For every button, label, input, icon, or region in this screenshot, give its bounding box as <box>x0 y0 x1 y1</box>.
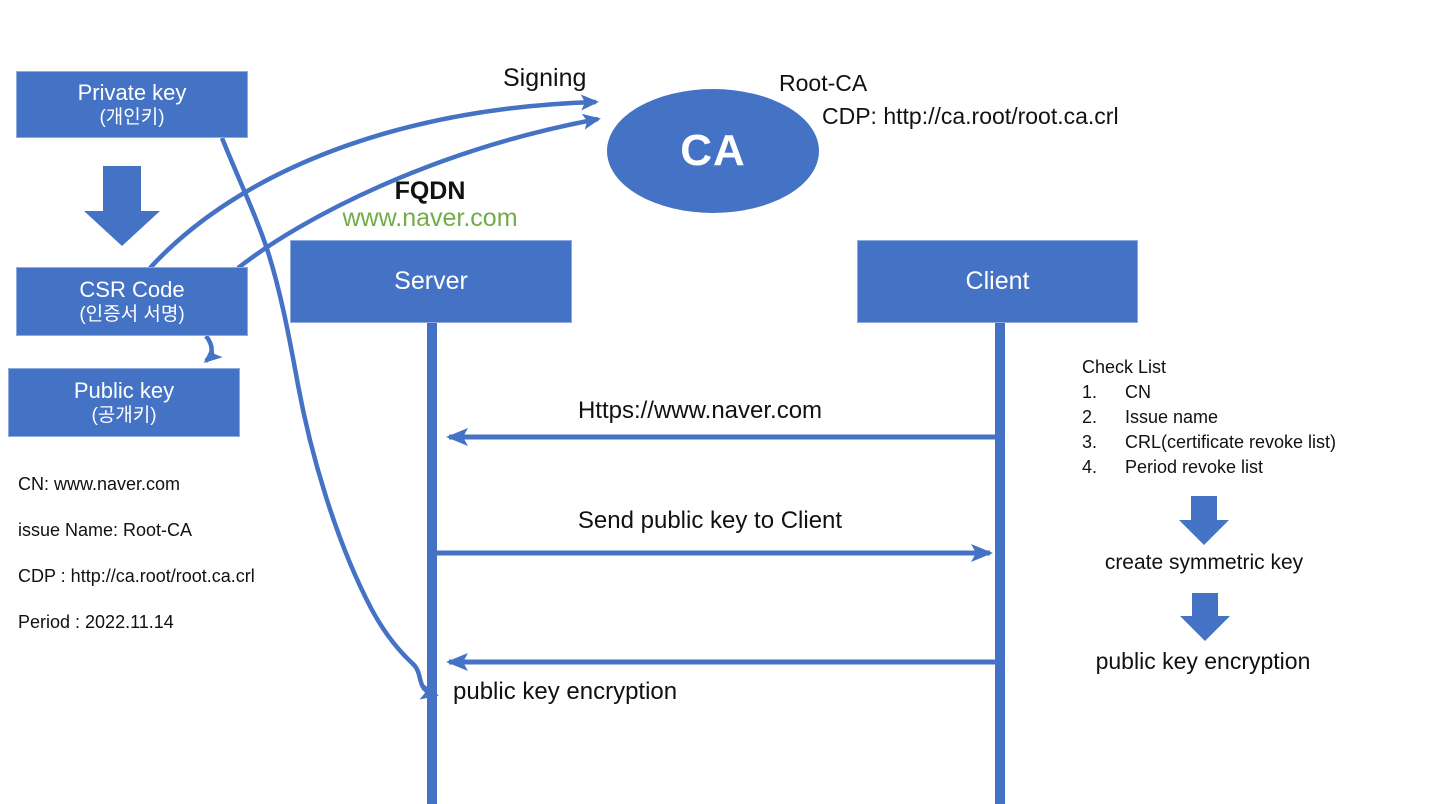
send-public-key-label: Send public key to Client <box>577 507 843 534</box>
cert-cn-label: CN: www.naver.com <box>18 474 181 494</box>
check-list-item: 1. CN <box>1082 380 1336 405</box>
fqdn-domain-label: www.naver.com <box>342 204 518 232</box>
checklist-to-symmetric-arrow <box>1179 496 1229 545</box>
private-to-csr-arrow <box>84 166 160 246</box>
server-label: Server <box>394 266 468 295</box>
csr-to-ca-signing-arrow <box>148 94 599 270</box>
check-list-block: Check List 1. CN 2. Issue name 3. CRL(ce… <box>1082 355 1336 480</box>
private-key-to-encryption-curve <box>219 137 439 700</box>
root-ca-label: Root-CA <box>779 70 868 96</box>
check-list-item-text: CRL(certificate revoke list) <box>1125 432 1337 452</box>
fqdn-label: FQDN <box>394 177 466 205</box>
private-key-box: Private key (개인키) <box>16 71 248 138</box>
public-key-box: Public key (공개키) <box>8 368 240 437</box>
server-public-key-encryption-label: public key encryption <box>453 678 678 705</box>
csr-code-korean-label: (인증서 서명) <box>79 304 185 326</box>
cert-issue-name-label: issue Name: Root-CA <box>18 520 193 540</box>
check-list-item-text: CN <box>1125 382 1151 402</box>
https-request-label: Https://www.naver.com <box>577 397 823 424</box>
cert-period-label: Period : 2022.11.14 <box>18 612 174 632</box>
client-label: Client <box>965 266 1030 295</box>
create-symmetric-key-label: create symmetric key <box>1104 551 1304 574</box>
check-list-item-number: 2. <box>1082 407 1098 427</box>
public-key-korean-label: (공개키) <box>91 405 157 427</box>
signing-label: Signing <box>503 64 587 92</box>
private-key-label: Private key <box>77 79 187 105</box>
symmetric-to-encryption-arrow <box>1180 593 1230 641</box>
check-list-item: 2. Issue name <box>1082 405 1336 430</box>
client-actor-box: Client <box>857 240 1138 323</box>
check-list-item-number: 4. <box>1082 457 1098 477</box>
certificate-info-block: CN: www.naver.com issue Name: Root-CA CD… <box>18 474 255 633</box>
csr-code-label: CSR Code <box>79 276 185 302</box>
check-list-title: Check List <box>1082 357 1167 377</box>
csr-code-box: CSR Code (인증서 서명) <box>16 267 248 336</box>
ca-ellipse <box>607 89 819 213</box>
check-list-item-text: Issue name <box>1125 407 1219 427</box>
check-list-item-text: Period revoke list <box>1125 457 1264 477</box>
check-list-item-number: 3. <box>1082 432 1098 452</box>
check-list-item: 4. Period revoke list <box>1082 455 1336 480</box>
csr-to-public-key-arrow <box>203 334 223 363</box>
cert-cdp-label: CDP : http://ca.root/root.ca.crl <box>18 566 255 586</box>
ca-label: CA <box>680 126 746 175</box>
check-list-item: 3. CRL(certificate revoke list) <box>1082 430 1336 455</box>
client-public-key-encryption-label: public key encryption <box>1095 648 1311 674</box>
private-key-korean-label: (개인키) <box>99 107 165 129</box>
public-key-label: Public key <box>73 377 175 403</box>
check-list-item-number: 1. <box>1082 382 1098 402</box>
server-actor-box: Server <box>290 240 572 323</box>
root-ca-cdp-label: CDP: http://ca.root/root.ca.crl <box>822 103 1119 129</box>
